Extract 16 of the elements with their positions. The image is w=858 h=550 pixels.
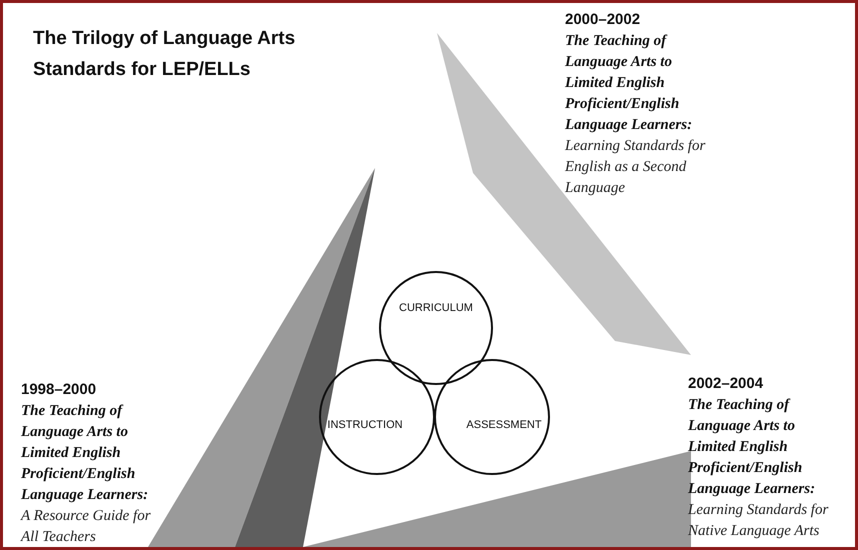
title-text: The Teaching of Language Arts to Limited English Proficient/English Language Learners:	[688, 396, 816, 499]
year-heading: 2000–2002	[565, 11, 642, 28]
circle-label: INSTRUCTION	[327, 419, 403, 431]
title-text: The Teaching of Language Arts to Limited English Proficient/English Language Learners:	[565, 32, 694, 135]
title-text: The Teaching of Language Arts to Limited English Proficient/English Language Learners:	[21, 402, 150, 505]
venn-circle	[319, 359, 435, 475]
circle-label: ASSESSMENT	[466, 419, 542, 431]
subtitle-text: Learning Standards for English as a Second Language	[565, 137, 706, 198]
circle-label: CURRICULUM	[399, 302, 473, 314]
subtitle-text: Learning Standards for Native Language Arts	[688, 501, 830, 541]
venn-circle	[379, 271, 493, 385]
venn-circle	[434, 359, 550, 475]
title: The Trilogy of Language Arts Standards for LEP/ELLs	[33, 27, 296, 82]
subtitle-text: A Resource Guide for All Teachers	[21, 507, 152, 547]
year-heading: 1998–2000	[21, 381, 98, 398]
year-heading: 2002–2004	[688, 375, 764, 392]
